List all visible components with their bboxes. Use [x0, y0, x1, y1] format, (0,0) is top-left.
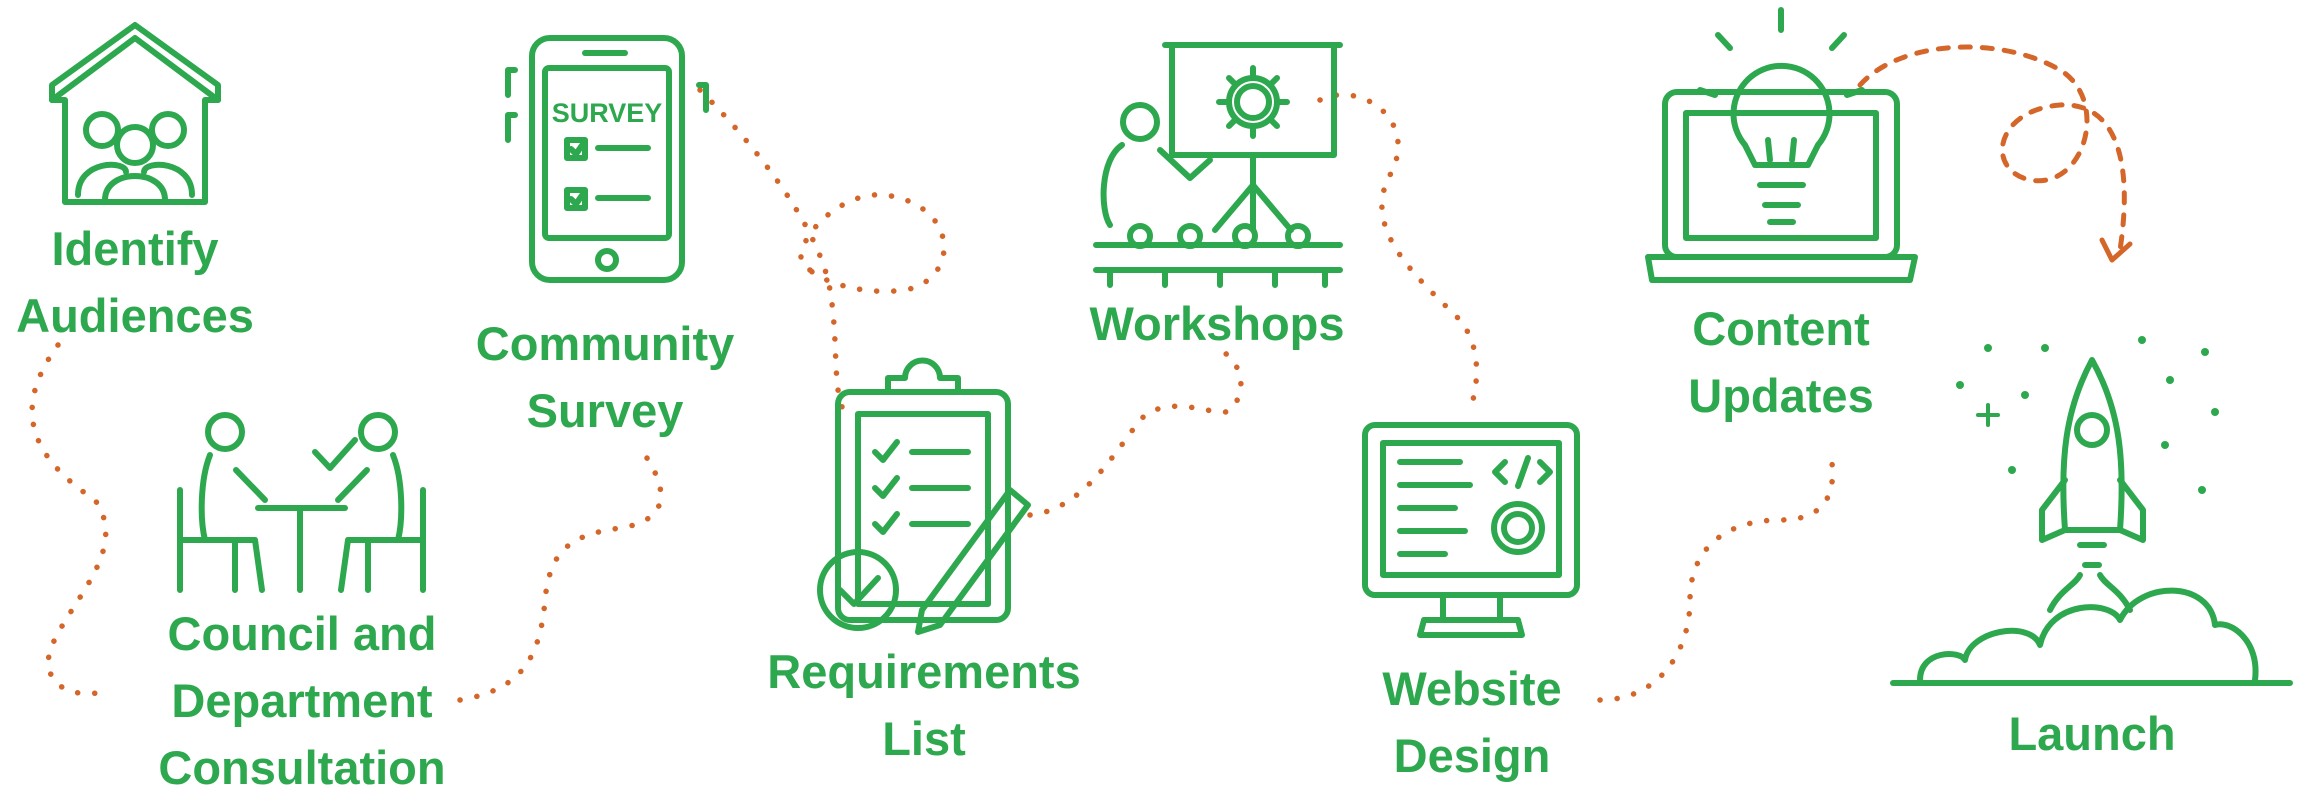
rocket-icon — [1890, 336, 2293, 686]
step-label-launch: Launch — [2008, 707, 2176, 760]
step-label-council-consultation: Council and Department Consultation — [158, 607, 446, 794]
laptop-lightbulb-icon — [1645, 7, 1918, 283]
step-label-identify-audiences: Identify Audiences — [16, 222, 254, 342]
step-label-website-design: Website Design — [1382, 662, 1562, 782]
step-label-content-updates: Content Updates — [1688, 302, 1874, 422]
clipboard-checklist-icon — [817, 357, 1031, 635]
presentation-gear-icon — [1093, 42, 1343, 288]
process-path — [29, 44, 2133, 703]
step-label-workshops: Workshops — [1089, 297, 1345, 350]
survey-text: SURVEY — [552, 98, 663, 128]
survey-phone-icon: SURVEY — [505, 35, 709, 283]
house-people-icon — [49, 22, 221, 205]
step-label-community-survey: Community Survey — [475, 317, 735, 437]
step-label-requirements-list: Requirements List — [767, 645, 1081, 765]
meeting-table-icon — [177, 412, 426, 593]
code-monitor-icon — [1362, 422, 1580, 638]
